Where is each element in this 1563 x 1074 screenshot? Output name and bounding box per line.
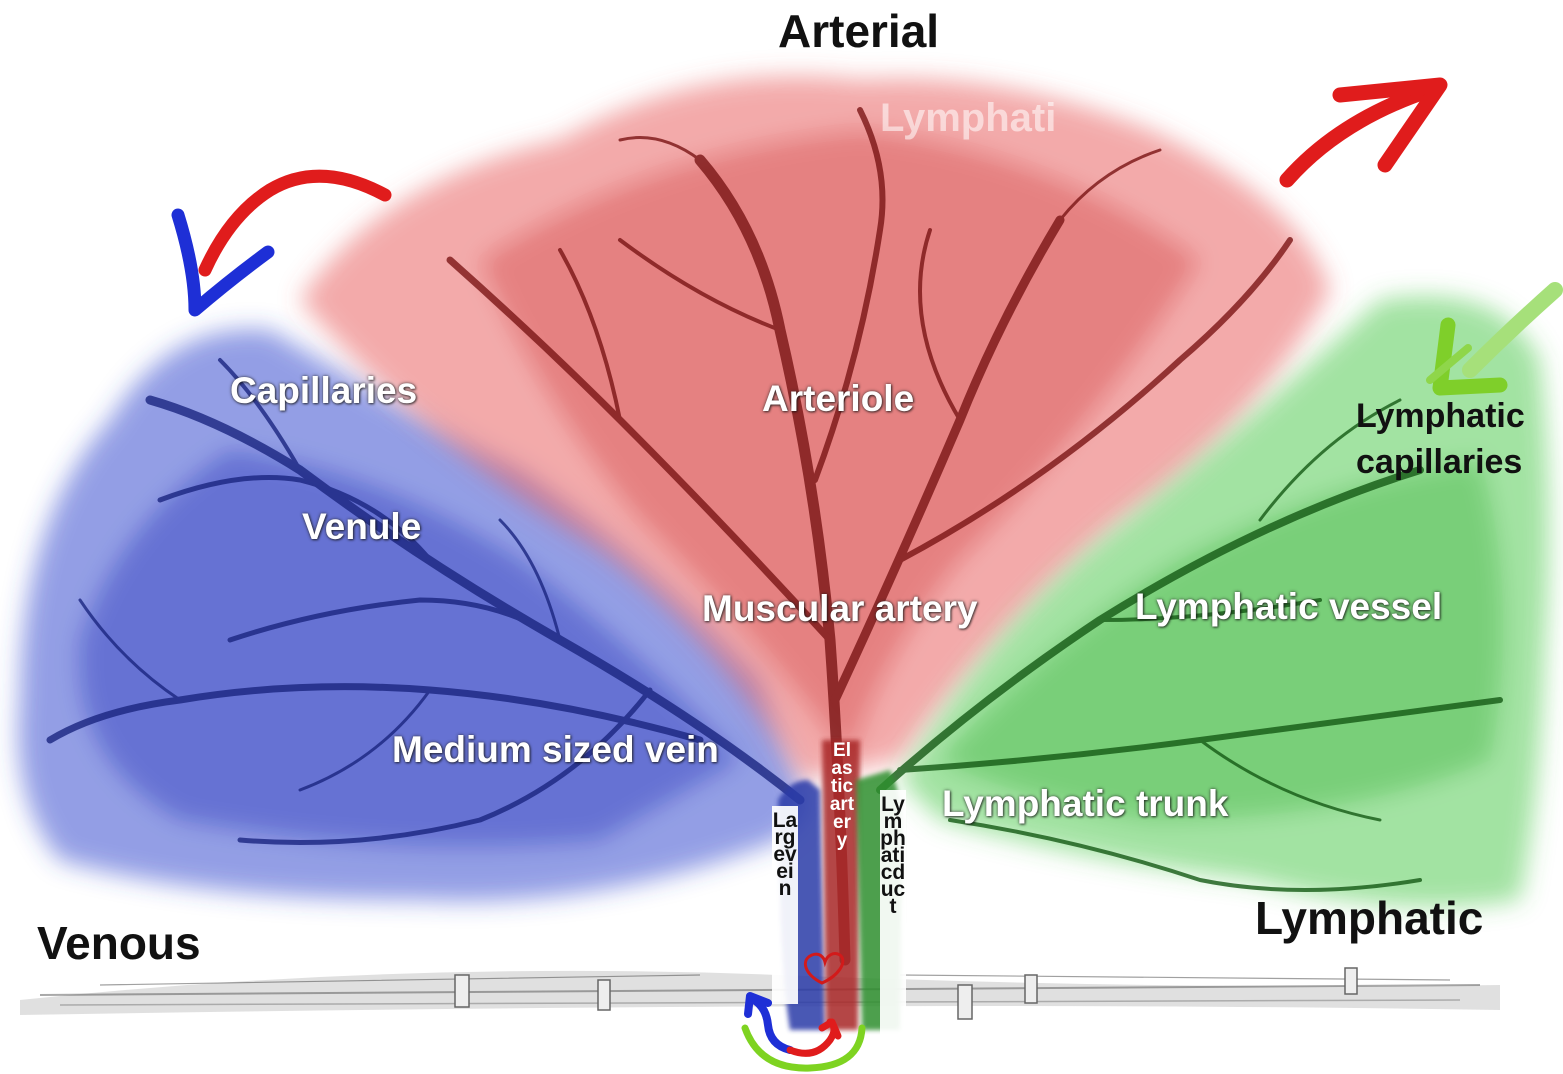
red-arrow-up-right bbox=[1287, 85, 1440, 180]
lymphatic-vessel-label: Lymphatic vessel bbox=[1135, 588, 1442, 625]
lymphatic-title: Lymphatic bbox=[1255, 895, 1483, 941]
muscular-artery-label: Muscular artery bbox=[702, 590, 978, 627]
lymphatic-duct-label: Lymphaticduct bbox=[880, 796, 906, 915]
medium-sized-vein-label: Medium sized vein bbox=[392, 731, 719, 768]
arterial-title: Arterial bbox=[778, 8, 939, 54]
lymphatic-capillaries-label: Lymphatic capillaries bbox=[1356, 394, 1525, 486]
venule-label: Venule bbox=[302, 508, 421, 545]
arteriole-label: Arteriole bbox=[762, 380, 914, 417]
large-vein-label: Largevein bbox=[772, 812, 798, 897]
lymphatic-capillaries-line1: Lymphatic bbox=[1356, 394, 1525, 440]
elastic-artery-label: Elasticartery bbox=[829, 742, 855, 850]
green-loop-arrow bbox=[745, 1028, 862, 1068]
faded-label: Lymphati bbox=[880, 96, 1056, 141]
capillaries-label: Capillaries bbox=[230, 372, 417, 409]
lymphatic-trunk-label: Lymphatic trunk bbox=[942, 785, 1228, 822]
venous-title: Venous bbox=[37, 920, 201, 966]
lymphatic-capillaries-line2: capillaries bbox=[1356, 440, 1525, 486]
